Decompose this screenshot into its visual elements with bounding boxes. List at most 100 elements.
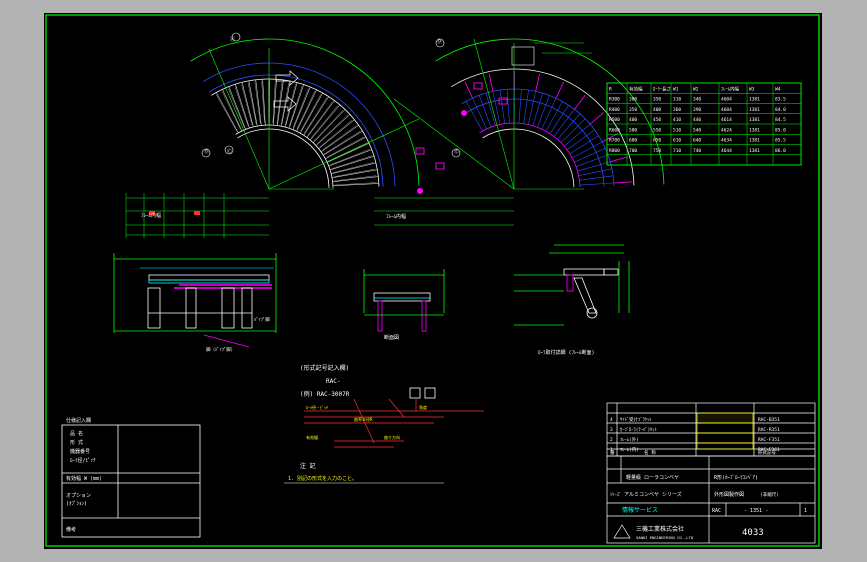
parts-cell: RAC-F351 [758,437,780,443]
spec-cell: R800 [609,148,620,154]
parts-cell: 3 [610,427,613,433]
left-spec-form: 仕様記入欄 品 名 形 式 機器番号 ﾛｰﾗ径/ﾋﾟｯﾁ 有効幅 W (mm) … [61,417,201,538]
spec-cell: 4604 [721,97,732,103]
parts-cell: ｶｰﾌﾞﾛｰﾗ(ﾃｰﾊﾟ)ｾｯﾄ [620,426,657,433]
callout-3: 角度 [419,404,427,410]
spec-cell: 1381 [749,138,760,144]
detail-title: ﾛｰﾗ取付詳細 (ﾌﾚｰﾑ断面) [538,349,595,356]
drawing-sheet: Ⓐ Ⓑ Ⓒ ﾌﾚｰﾑ内幅 Ⓓ Ⓔ ﾌﾚｰﾑ内幅 脚（ﾊﾟｲﾌﾟ脚） ﾊﾟｲﾌﾟ脚 [44,13,822,549]
spec-cell: 83.5 [775,97,786,103]
svg-text:ﾊﾟｲﾌﾟ脚: ﾊﾟｲﾌﾟ脚 [254,316,270,323]
tb-code-num: - 1351 - [744,508,768,514]
spec-header: ﾌﾚｰﾑ内幅 [721,85,739,92]
spec-cell: 4614 [721,117,732,123]
spec-cell: 500 [629,127,637,133]
notes-title: 注 記 [300,462,316,470]
parts-cell: RAC-B351 [758,417,780,423]
spec-cell: 610 [673,138,681,144]
spec-cell: 710 [673,148,681,154]
order-form-title: (形式記号記入欄) [300,364,349,372]
spec-cell: 1381 [749,117,760,123]
spec-cell: R400 [609,107,620,113]
spec-cell: 86.0 [775,148,786,154]
label-frame-width-right: ﾌﾚｰﾑ内幅 [386,213,406,220]
title-block-text: ｼﾘｰｽﾞ 軽量級 ローラコンベヤ アルミコンベヤ シリーズ R形(ｶｰﾌﾞﾛｰ… [610,474,807,540]
title-block [606,455,816,544]
spec-cell: 350 [653,97,661,103]
order-model-label: RAC- [326,378,340,385]
cad-drawing: Ⓐ Ⓑ Ⓒ ﾌﾚｰﾑ内幅 Ⓓ Ⓔ ﾌﾚｰﾑ内幅 脚（ﾊﾟｲﾌﾟ脚） ﾊﾟｲﾌﾟ脚 [45,14,820,547]
parts-header: 名 称 [644,449,656,456]
spec-header: W3 [749,86,755,92]
spec-cell: 1381 [749,107,760,113]
side-note: 脚（ﾊﾟｲﾌﾟ脚） [206,346,235,353]
drawing-frame [45,14,820,547]
section-view: 断面図 [363,269,445,341]
spec-cell: 600 [629,138,637,144]
tb-rev: 1 [804,508,807,514]
spec-cell: 640 [693,138,701,144]
spec-header: W1 [673,86,679,92]
parts-cell: ﾌﾚｰﾑ(内) [620,446,639,453]
spec-cell: 85.5 [775,138,786,144]
spec-cell: 4604 [721,107,732,113]
left-row-3: ﾛｰﾗ径/ﾋﾟｯﾁ [70,457,96,464]
spec-cell: 84.5 [775,117,786,123]
spec-cell: 550 [653,127,661,133]
callout-2: 有効幅 [306,434,318,440]
note-1: 1. 別記の形式を入力のこと。 [288,475,357,482]
spec-cell: 540 [693,127,701,133]
tb-company: 三機工業株式会社 [636,525,684,533]
tb-product: R形(ｶｰﾌﾞﾛｰﾗｺﾝﾍﾞｱ) [714,474,758,481]
spec-cell: 440 [693,117,701,123]
label-frame-width: ﾌﾚｰﾑ内幅 [141,212,161,219]
spec-cell: 84.0 [775,107,786,113]
tb-drawing-number: 4033 [742,528,764,538]
label-d: Ⓓ [437,38,442,45]
tb-category: 軽量級 ローラコンベヤ [626,474,679,481]
spec-cell: 350 [629,107,637,113]
spec-cell: 300 [629,97,637,103]
tb-company-en: SANKI ENGINEERING CO.,LTD [636,535,694,540]
detail-view: ﾛｰﾗ取付詳細 (ﾌﾚｰﾑ断面) [514,244,630,356]
left-row-2: 機器番号 [70,448,90,455]
spec-cell: 700 [629,148,637,154]
side-view: 脚（ﾊﾟｲﾌﾟ脚） ﾊﾟｲﾌﾟ脚 [113,253,277,353]
parts-cell: 1 [610,447,613,453]
left-row-6: (ｵﾌﾟｼｮﾝ) [66,500,87,507]
spec-cell: 4634 [721,138,732,144]
spec-cell: R700 [609,138,620,144]
tb-scale: (非縮尺) [760,491,779,498]
spec-cell: R500 [609,117,620,123]
label-a: Ⓐ [230,36,235,43]
spec-cell: 310 [673,97,681,103]
plan-view-right: Ⓓ Ⓔ ﾌﾚｰﾑ内幅 [374,38,665,226]
callout-1: 曲率半径R [354,416,373,422]
plan-view-left: Ⓐ Ⓑ Ⓒ ﾌﾚｰﾑ内幅 [125,32,420,238]
section-title: 断面図 [384,334,399,341]
spec-cell: 390 [693,107,701,113]
parts-header: 番 [610,449,615,456]
spec-cell: 4624 [721,127,732,133]
parts-cell: RAC-F361 [758,447,780,453]
parts-cell: ﾌﾚｰﾑ(外) [620,436,639,443]
label-b: Ⓑ [204,148,209,155]
spec-header: ﾛｰﾗｰ長さ [653,85,671,92]
callout-0: ﾛｰﾗ径・ﾋﾟｯﾁ [306,404,328,410]
spec-header: 有効幅 [629,85,643,92]
spec-cell: 85.0 [775,127,786,133]
parts-cell: RAC-R351 [758,427,780,433]
spec-header: R [609,86,612,92]
spec-cell: 1381 [749,97,760,103]
spec-cell: 1381 [749,127,760,133]
spec-cell: 400 [629,117,637,123]
left-form-title: 仕様記入欄 [66,417,91,424]
left-row-0: 品 名 [70,430,83,437]
order-example-label: (例) RAC-3007R [300,390,350,398]
spec-cell: 360 [673,107,681,113]
parts-list [606,402,816,457]
spec-cell: 740 [693,148,701,154]
left-row-5: オプション [66,493,91,499]
tb-series: アルミコンベヤ シリーズ [624,491,682,498]
